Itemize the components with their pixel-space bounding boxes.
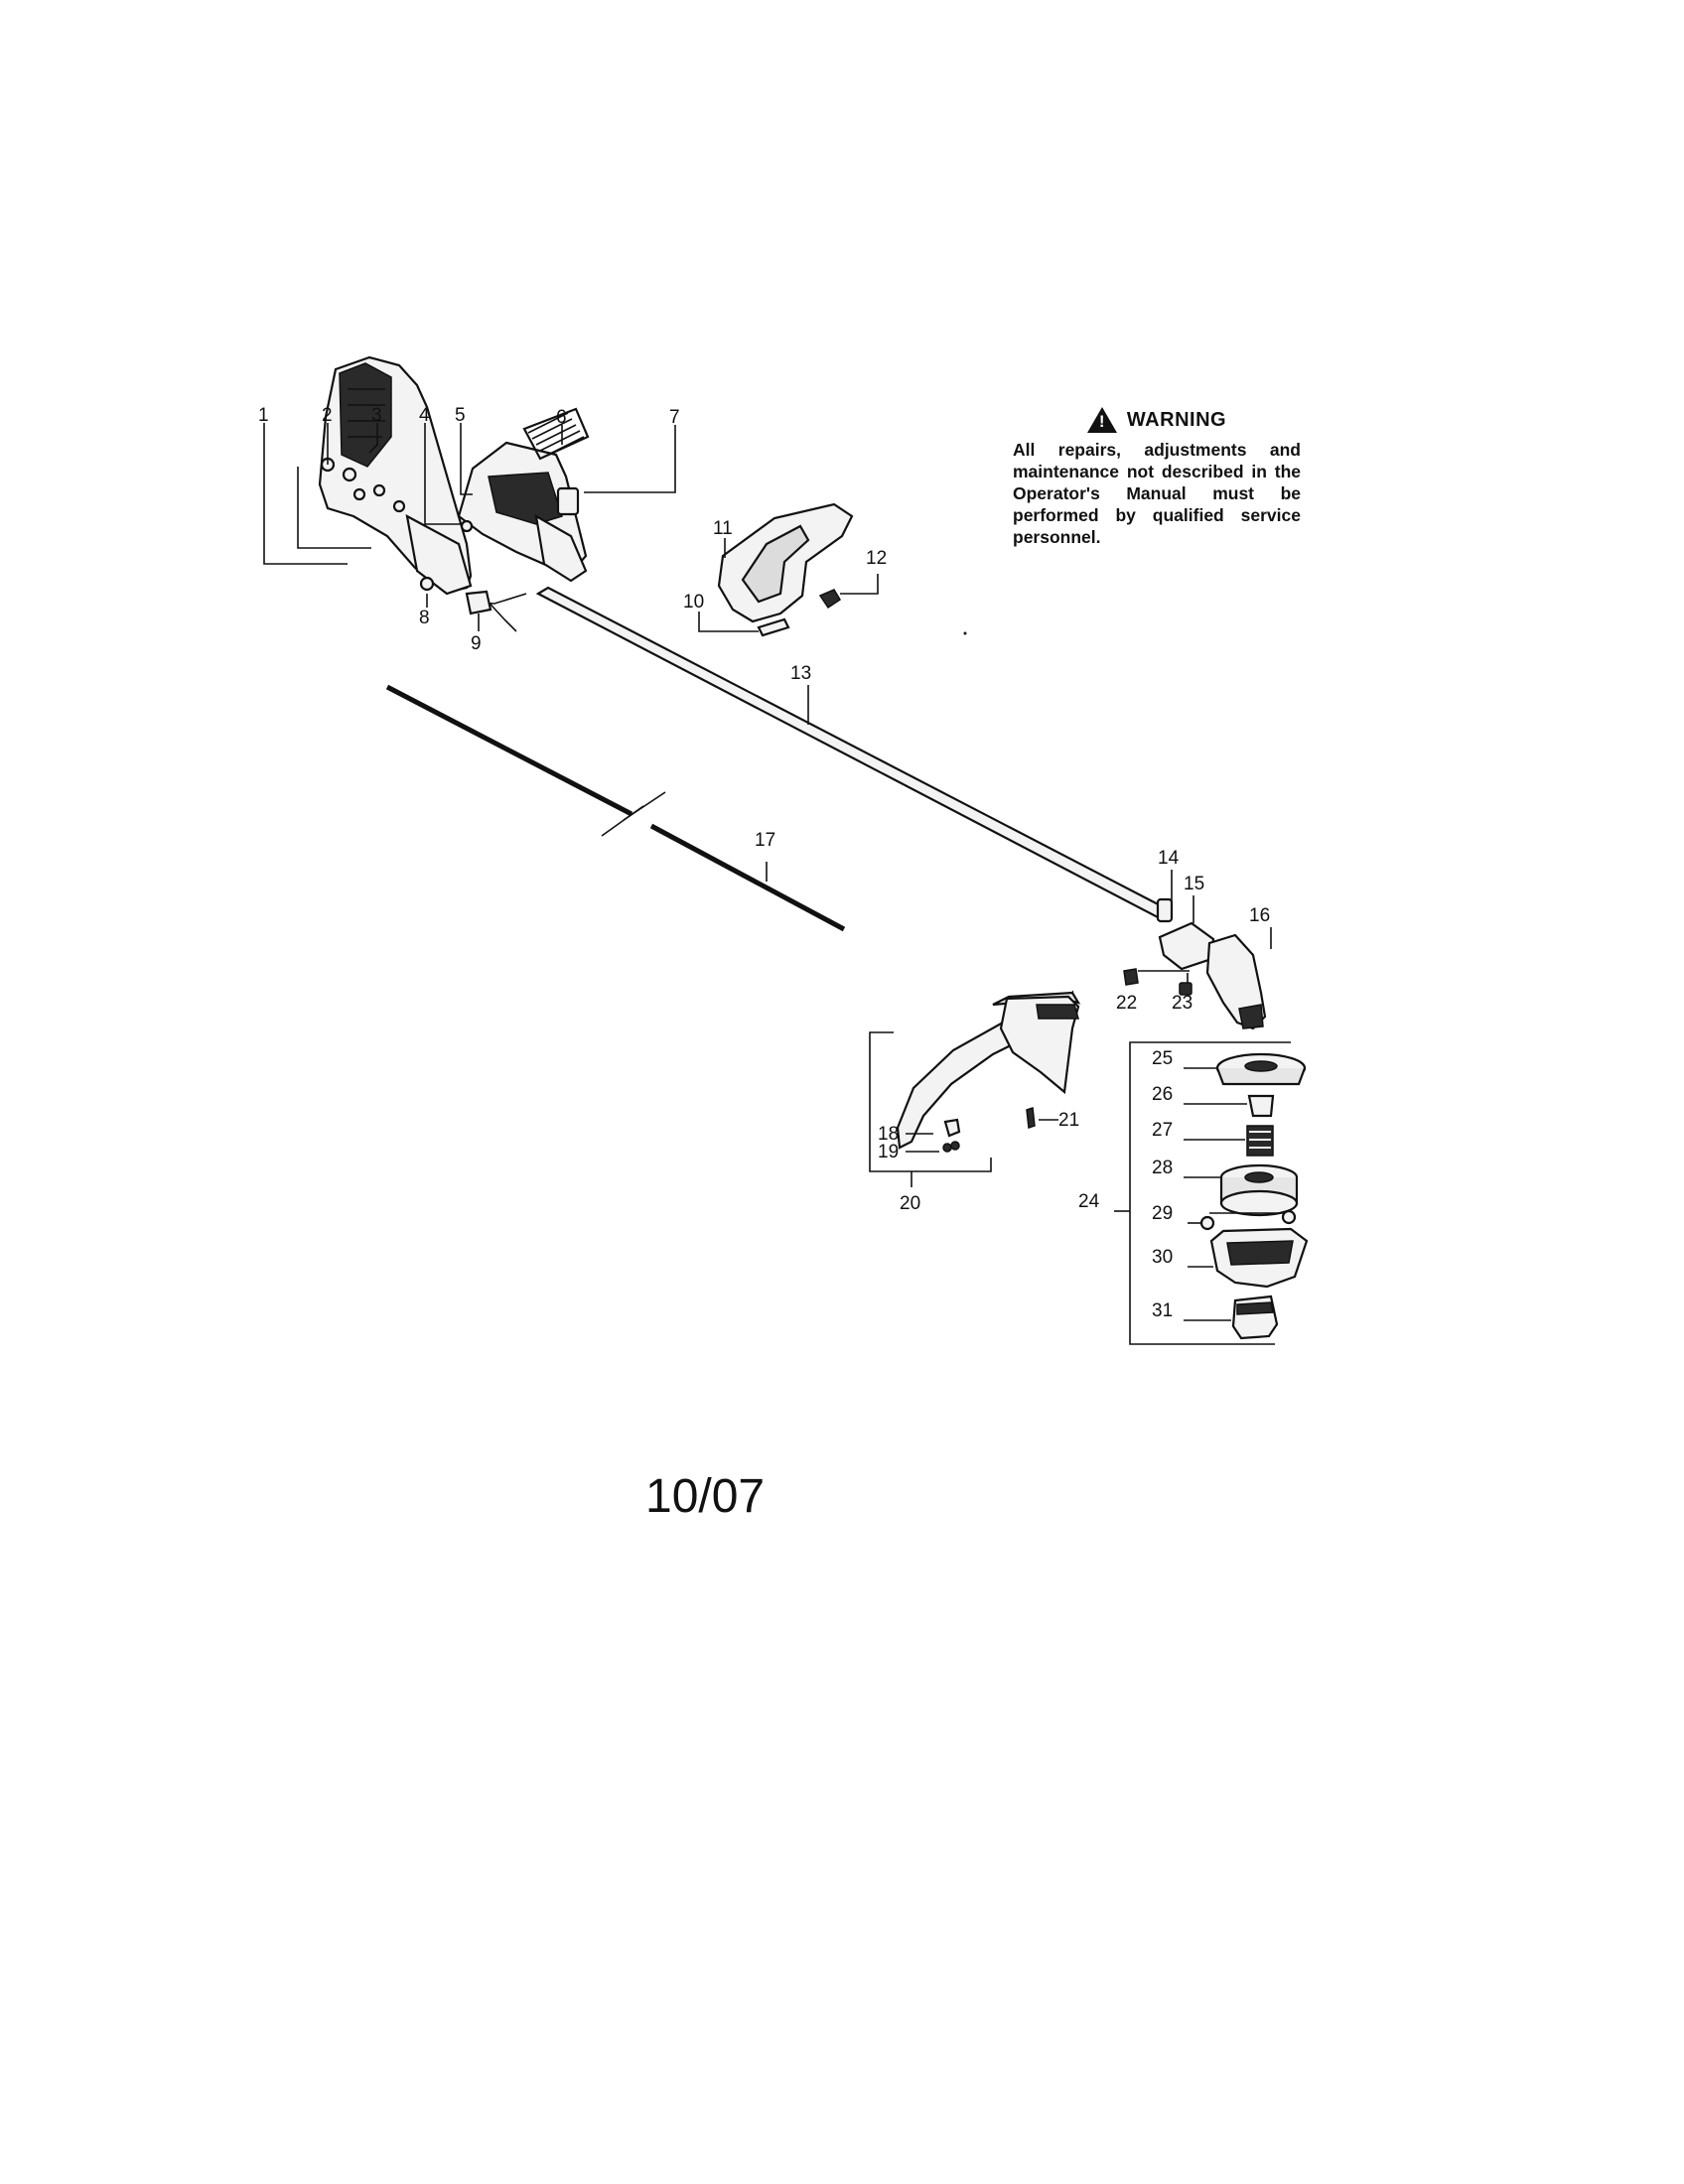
housing-part-4-5 <box>457 441 588 583</box>
housing-part-30 <box>1209 1227 1309 1289</box>
callout-7: 7 <box>669 407 680 428</box>
blade-part-18 <box>943 1118 961 1138</box>
callout-25: 25 <box>1152 1048 1173 1069</box>
warning-notice: WARNING All repairs, adjustments and mai… <box>1013 407 1301 548</box>
trigger-part-7 <box>556 486 580 516</box>
callout-16: 16 <box>1249 905 1270 926</box>
shaft-housing-part-13 <box>535 586 1171 919</box>
warning-triangle-icon <box>1086 407 1117 433</box>
callout-5: 5 <box>455 405 466 426</box>
bump-knob-part-31 <box>1231 1295 1279 1340</box>
handle-part-11 <box>717 502 854 623</box>
callout-11: 11 <box>713 518 733 539</box>
callout-17: 17 <box>755 830 775 851</box>
callout-14: 14 <box>1158 848 1180 869</box>
bolt-part-14 <box>1156 897 1174 923</box>
warning-header: WARNING <box>1013 407 1301 433</box>
spring-part-27 <box>1246 1125 1274 1157</box>
bolt-part-10 <box>757 617 790 637</box>
callout-13: 13 <box>790 663 811 684</box>
callout-2: 2 <box>322 405 333 426</box>
drive-shaft-part-17 <box>385 684 846 932</box>
gear-head-part-16 <box>1205 933 1267 1030</box>
callout-23: 23 <box>1172 993 1193 1014</box>
screw-part-22 <box>1123 968 1139 986</box>
callout-19: 19 <box>878 1142 899 1162</box>
spring-part-6 <box>522 407 590 461</box>
callout-31: 31 <box>1152 1300 1173 1321</box>
callout-15: 15 <box>1184 874 1204 894</box>
leader-lines <box>263 423 1291 1345</box>
callout-numbers: 1 2 3 4 5 6 7 8 9 10 11 12 13 14 15 16 1… <box>258 405 1270 1321</box>
callout-9: 9 <box>471 633 482 654</box>
callout-26: 26 <box>1152 1084 1173 1105</box>
warning-title: WARNING <box>1126 408 1227 431</box>
eyelet-part-29 <box>1199 1209 1297 1231</box>
throttle-cable-part-9 <box>465 590 527 632</box>
washer-part-8 <box>419 576 435 592</box>
cover-part-25 <box>1215 1052 1307 1086</box>
knob-part-12 <box>818 589 842 610</box>
screw-part-19 <box>942 1141 960 1153</box>
revision-date: 10/07 <box>645 1470 766 1523</box>
callout-29: 29 <box>1152 1203 1173 1224</box>
clamp-part-15 <box>1158 921 1215 971</box>
callout-8: 8 <box>419 608 430 628</box>
callout-6: 6 <box>556 407 567 428</box>
callout-22: 22 <box>1116 993 1137 1014</box>
engine-cover-part-3 <box>318 355 473 596</box>
guard-part-20 <box>896 990 1081 1150</box>
warning-text: All repairs, adjustments and maintenance… <box>1013 440 1301 547</box>
callout-21: 21 <box>1058 1110 1079 1131</box>
callout-30: 30 <box>1152 1247 1173 1268</box>
callout-3: 3 <box>371 405 382 426</box>
callout-28: 28 <box>1152 1158 1173 1178</box>
spool-part-28 <box>1219 1163 1299 1217</box>
screw-part-21 <box>1026 1106 1036 1130</box>
callout-10: 10 <box>683 592 704 613</box>
callout-24: 24 <box>1078 1191 1100 1212</box>
callout-4: 4 <box>419 405 430 426</box>
screw-part-1 <box>352 483 406 513</box>
bolt-part-26 <box>1247 1094 1275 1118</box>
callout-20: 20 <box>900 1193 920 1214</box>
callout-27: 27 <box>1152 1120 1173 1141</box>
nut-part-23 <box>1179 982 1193 996</box>
callout-1: 1 <box>258 405 269 426</box>
callout-12: 12 <box>866 548 887 569</box>
callout-18: 18 <box>878 1124 899 1145</box>
